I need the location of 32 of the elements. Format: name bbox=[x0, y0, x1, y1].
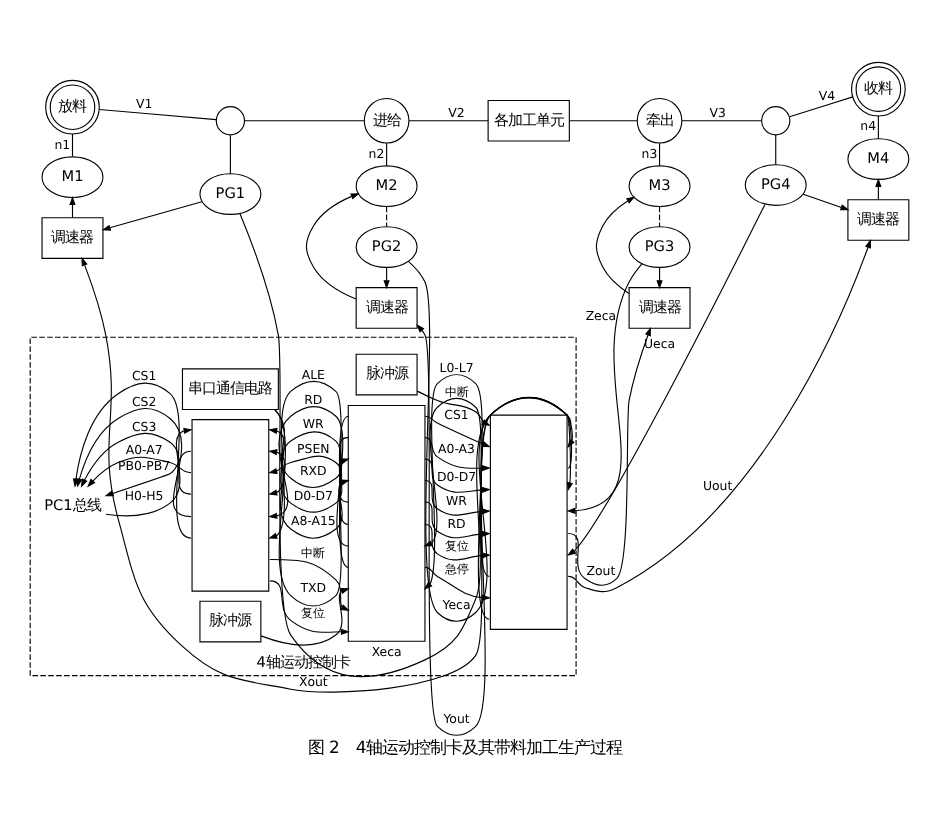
connector bbox=[877, 115, 879, 140]
arrow bbox=[595, 196, 636, 294]
node-circle bbox=[761, 106, 791, 136]
arrow bbox=[269, 558, 350, 611]
arrow bbox=[802, 193, 850, 211]
arrow bbox=[269, 580, 350, 635]
connector bbox=[71, 133, 74, 158]
arrow bbox=[87, 456, 192, 488]
connector bbox=[659, 142, 661, 167]
connector bbox=[408, 120, 489, 122]
arrow bbox=[81, 256, 572, 693]
connector bbox=[789, 96, 854, 118]
connector bbox=[244, 120, 365, 122]
node-box bbox=[489, 414, 568, 630]
arrow bbox=[305, 193, 360, 300]
connector bbox=[386, 142, 388, 167]
connector bbox=[386, 206, 388, 228]
node-box bbox=[191, 419, 270, 592]
connector bbox=[568, 120, 638, 122]
arrow bbox=[260, 588, 350, 646]
connector bbox=[775, 134, 777, 165]
connector bbox=[659, 206, 661, 228]
caption: 图 2 4轴运动控制卡及其带料加工生产过程 bbox=[307, 737, 623, 758]
connector bbox=[229, 134, 231, 175]
arrow bbox=[424, 458, 491, 493]
arrow bbox=[424, 479, 491, 516]
arrow bbox=[101, 201, 203, 231]
connector bbox=[98, 108, 217, 121]
node-box bbox=[347, 404, 426, 642]
arrow bbox=[424, 501, 491, 539]
connector bbox=[681, 120, 763, 122]
node-circle bbox=[215, 106, 246, 136]
